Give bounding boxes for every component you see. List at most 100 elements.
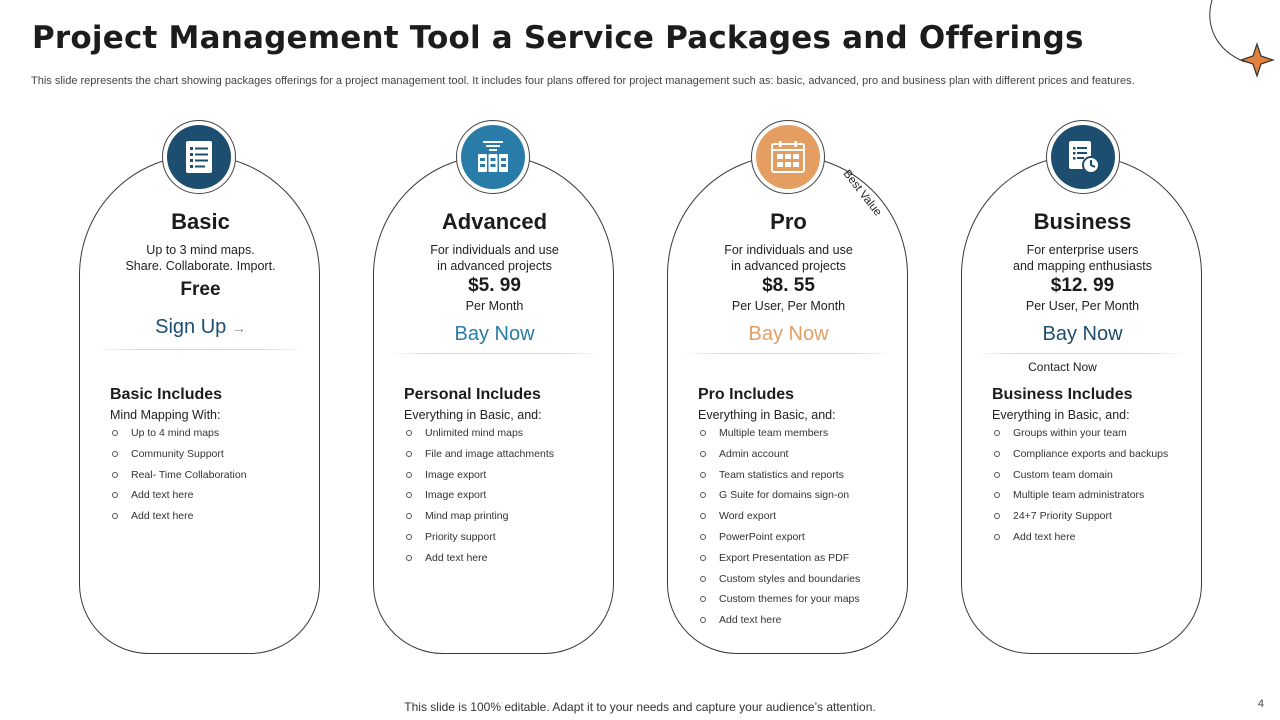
arrow-right-icon: →: [231, 320, 246, 336]
list-item: Priority support: [404, 531, 554, 552]
bullet-icon: [994, 450, 1000, 457]
includes-subtitle: Everything in Basic, and:: [992, 408, 1130, 422]
list-item: Compliance exports and backups: [992, 448, 1168, 469]
list-item: Word export: [698, 510, 860, 531]
plan-price: $12. 99: [1050, 275, 1115, 296]
contact-now-link[interactable]: Contact Now: [1028, 360, 1097, 374]
document-clock-icon: [1069, 141, 1100, 174]
includes-title: Business Includes: [992, 386, 1133, 403]
bullet-icon: [112, 513, 118, 520]
plan-icon-badge-pro: [751, 120, 825, 194]
list-item: Up to 4 mind maps: [110, 427, 247, 448]
bullet-icon: [994, 492, 1000, 499]
plan-description: For individuals and use in advanced proj…: [724, 243, 853, 273]
plan-name: Pro: [770, 209, 807, 234]
price-period: Per User, Per Month: [1025, 299, 1140, 313]
feature-list: Multiple team members Admin account Team…: [698, 427, 860, 635]
server-icon: [478, 141, 508, 172]
plan-name: Advanced: [441, 209, 548, 234]
slide-footer: This slide is 100% editable. Adapt it to…: [404, 700, 876, 714]
plan-name: Basic: [171, 209, 230, 234]
sign-up-button[interactable]: Sign Up →: [155, 316, 246, 338]
bullet-icon: [112, 450, 118, 457]
plan-price: Free: [180, 279, 221, 300]
bullet-icon: [406, 554, 412, 561]
plan-icon-badge-basic: [162, 120, 236, 194]
list-item: Community Support: [110, 448, 247, 469]
bullet-icon: [112, 471, 118, 478]
bullet-icon: [700, 596, 706, 603]
plan-card-pro: Pro For individuals and use in advanced …: [667, 155, 908, 654]
bullet-icon: [406, 430, 412, 436]
bullet-icon: [406, 533, 412, 540]
list-item: Team statistics and reports: [698, 469, 860, 490]
list-item: Add text here: [110, 510, 247, 531]
bullet-icon: [700, 450, 706, 457]
list-item: Export Presentation as PDF: [698, 552, 860, 573]
page-number: 4: [1257, 698, 1264, 710]
bullet-icon: [994, 430, 1000, 436]
price-period: Per User, Per Month: [731, 299, 846, 313]
list-item: Add text here: [992, 531, 1168, 552]
list-item: Add text here: [404, 552, 554, 573]
list-item: Add text here: [698, 614, 860, 635]
list-item: Custom team domain: [992, 469, 1168, 490]
bullet-icon: [700, 554, 706, 561]
list-item: G Suite for domains sign-on: [698, 489, 860, 510]
bullet-icon: [406, 492, 412, 499]
divider: [94, 349, 306, 350]
list-item: Real- Time Collaboration: [110, 469, 247, 490]
list-item: Custom themes for your maps: [698, 593, 860, 614]
divider: [682, 353, 894, 354]
bullet-icon: [406, 450, 412, 457]
bullet-icon: [994, 533, 1000, 540]
bullet-icon: [700, 513, 706, 520]
divider: [388, 353, 600, 354]
star-icon: [1239, 42, 1275, 78]
plan-price: $5. 99: [468, 275, 521, 296]
includes-title: Personal Includes: [404, 386, 541, 403]
plan-price: $8. 55: [762, 275, 815, 296]
checklist-icon: [186, 141, 212, 173]
price-period: Per Month: [465, 299, 524, 313]
buy-now-button[interactable]: Bay Now: [1042, 323, 1123, 345]
bullet-icon: [700, 617, 706, 624]
plan-card-advanced: Advanced For individuals and use in adva…: [373, 155, 614, 654]
plan-card-business: Business For enterprise users and mappin…: [961, 155, 1202, 654]
bullet-icon: [994, 513, 1000, 520]
calendar-board-icon: [771, 141, 805, 173]
feature-list: Groups within your team Compliance expor…: [992, 427, 1168, 552]
plan-description: Up to 3 mind maps. Share. Collaborate. I…: [125, 243, 276, 273]
list-item: Add text here: [110, 489, 247, 510]
bullet-icon: [700, 430, 706, 436]
bullet-icon: [112, 430, 118, 436]
plan-icon-badge-advanced: [456, 120, 530, 194]
list-item: Image export: [404, 469, 554, 490]
list-item: Multiple team administrators: [992, 489, 1168, 510]
list-item: Custom styles and boundaries: [698, 573, 860, 594]
includes-title: Basic Includes: [110, 386, 223, 403]
divider: [976, 353, 1188, 354]
slide-title: Project Management Tool a Service Packag…: [32, 20, 1084, 56]
bullet-icon: [112, 492, 118, 499]
list-item: Admin account: [698, 448, 860, 469]
bullet-icon: [406, 513, 412, 520]
list-item: File and image attachments: [404, 448, 554, 469]
buy-now-button[interactable]: Bay Now: [748, 323, 829, 345]
includes-subtitle: Everything in Basic, and:: [404, 408, 542, 422]
list-item: PowerPoint export: [698, 531, 860, 552]
list-item: 24+7 Priority Support: [992, 510, 1168, 531]
plan-icon-badge-business: [1046, 120, 1120, 194]
list-item: Image export: [404, 489, 554, 510]
feature-list: Unlimited mind maps File and image attac…: [404, 427, 554, 573]
bullet-icon: [994, 471, 1000, 478]
list-item: Unlimited mind maps: [404, 427, 554, 448]
list-item: Groups within your team: [992, 427, 1168, 448]
slide-subtitle: This slide represents the chart showing …: [31, 75, 1135, 87]
buy-now-button[interactable]: Bay Now: [454, 323, 535, 345]
bullet-icon: [700, 575, 706, 582]
plan-description: For individuals and use in advanced proj…: [430, 243, 559, 273]
includes-subtitle: Mind Mapping With:: [110, 408, 221, 422]
plan-description: For enterprise users and mapping enthusi…: [1013, 243, 1152, 273]
includes-title: Pro Includes: [698, 386, 795, 403]
